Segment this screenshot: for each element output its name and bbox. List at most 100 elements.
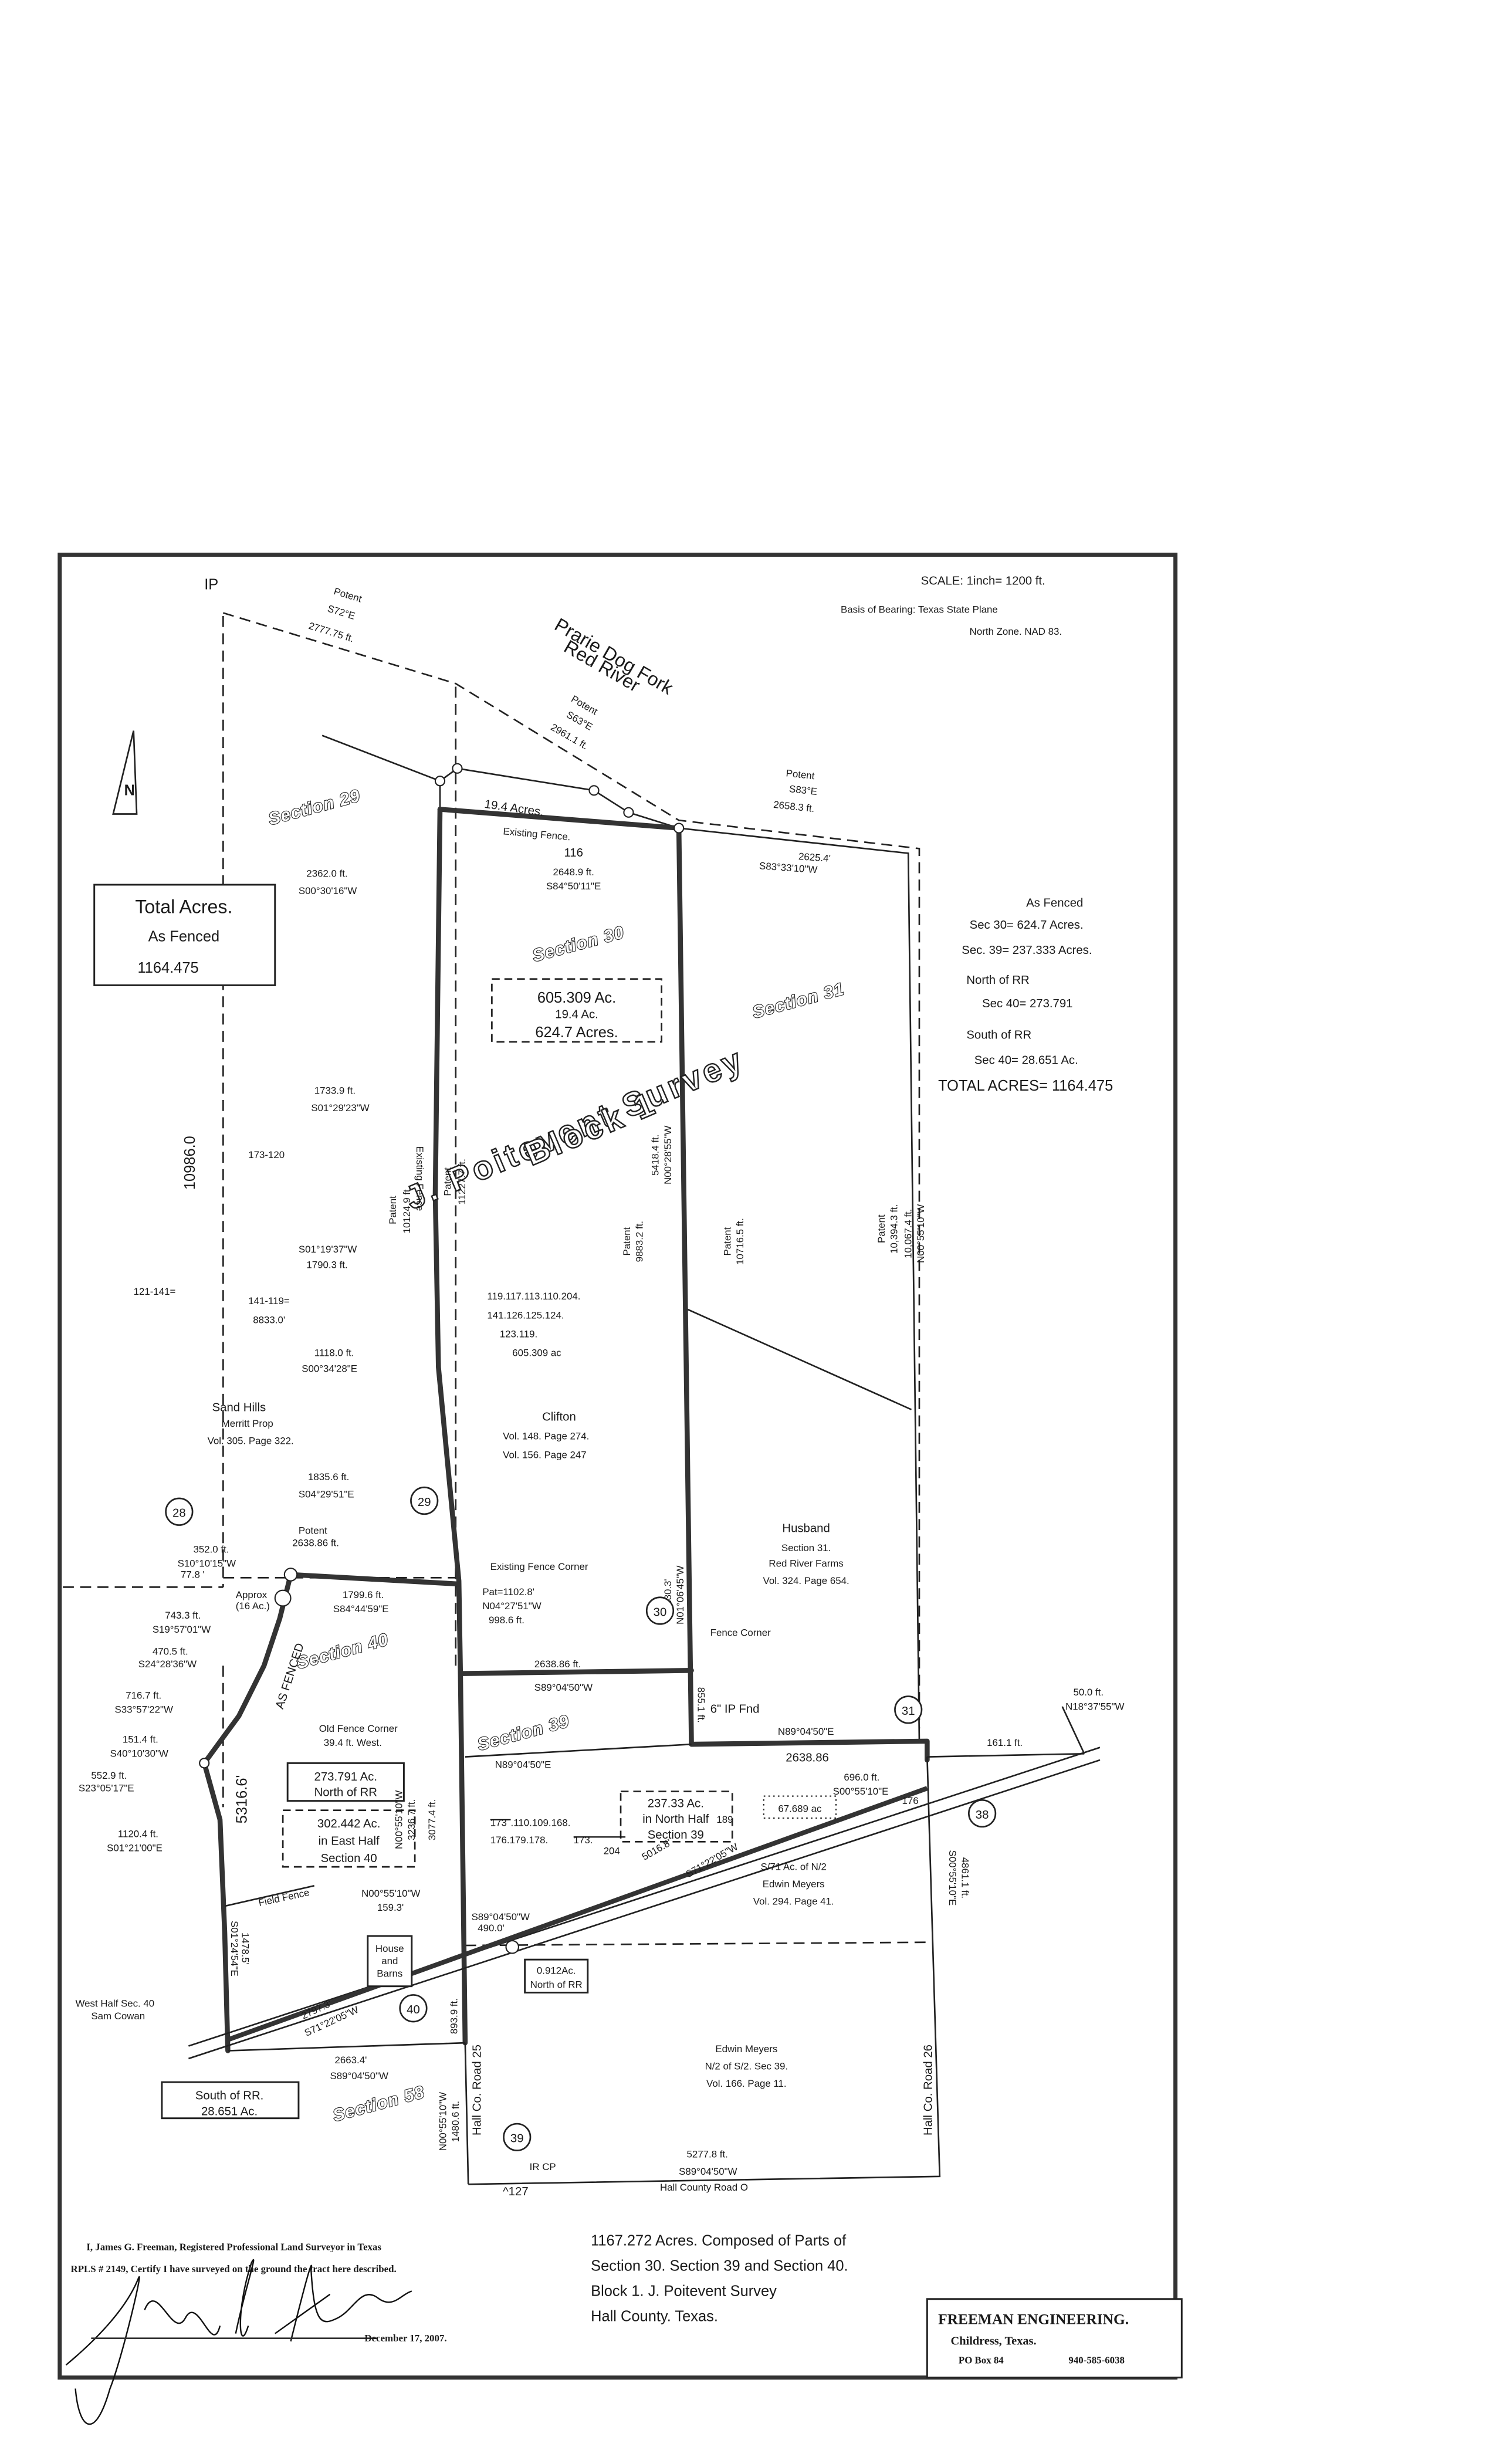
- company-po-box: PO Box 84: [959, 2355, 1004, 2366]
- struck-tract-173b: 173.: [574, 1835, 593, 1846]
- scale-label: SCALE: 1inch= 1200 ft.: [921, 574, 1045, 587]
- section-number-marker: 40: [399, 1994, 428, 2023]
- basis-of-bearing: Basis of Bearing: Texas State Plane: [841, 604, 998, 615]
- pat-s28-len-label: 2638.86 ft.: [292, 1538, 339, 1549]
- south-rr2-label: 28.651 Ac.: [201, 2105, 258, 2118]
- section-number-circle: [967, 1799, 997, 1828]
- meyers1-2-label: Edwin Meyers: [763, 1879, 825, 1890]
- husband-farm-label: Red River Farms: [769, 1558, 843, 1569]
- small-brg-label: S89°04'50"W: [472, 1911, 530, 1923]
- existing-fence-v-label: Existing Fence: [414, 1146, 425, 1211]
- south-rr-box: [161, 2081, 300, 2120]
- tracts3-label: 123.119.: [500, 1328, 537, 1339]
- v2-dist-label: 1480.6 ft.: [450, 2101, 461, 2142]
- road26-label: Hall Co. Road 26: [922, 2045, 935, 2135]
- road25-label: Hall Co. Road 25: [471, 2045, 484, 2135]
- r2-dist-label: 4861.1 ft.: [959, 1857, 970, 1898]
- n189-label: 189: [716, 1814, 733, 1825]
- house1-label: House: [375, 1943, 404, 1954]
- section-number-marker: 28: [165, 1497, 194, 1526]
- pat-s28-label: Potent: [299, 1525, 327, 1536]
- summary-sec40-north: Sec 40= 273.791: [982, 997, 1072, 1010]
- datum-zone: North Zone. NAD 83.: [970, 626, 1062, 637]
- south-rr1-label: South of RR.: [195, 2090, 263, 2103]
- section-number-circle: [399, 1994, 428, 2023]
- section-number: 38: [976, 1809, 989, 1822]
- section-number: 28: [172, 1507, 186, 1520]
- meyers1-3-label: Vol. 294. Page 41.: [753, 1896, 834, 1907]
- f3-brg-label: S19°57'01"W: [153, 1624, 211, 1635]
- pat-w1-label: Patent: [387, 1196, 398, 1224]
- section-number-circle: [410, 1486, 439, 1515]
- pat-e3-label: Patent: [876, 1214, 887, 1243]
- v-dist2-label: 3077.4 ft.: [427, 1799, 438, 1840]
- f3-dist-label: 743.3 ft.: [165, 1610, 201, 1621]
- section-number: 40: [407, 2003, 420, 2016]
- section-number-circle: [894, 1695, 923, 1724]
- e2-brg-label: N00°55'10"W: [915, 1204, 926, 1263]
- tracts-ac-label: 605.309 ac: [512, 1348, 561, 1359]
- merritt-label: Merritt Prop: [222, 1418, 273, 1429]
- f6-brg-label: S40°10'30"W: [110, 1748, 168, 1759]
- w6-brg-label: S01°24'54"E: [229, 1921, 240, 1976]
- n8833-label: 8833.0': [253, 1314, 285, 1325]
- sec39-n1-label: 237.33 Ac.: [648, 1797, 704, 1810]
- sec30-ac2-label: 19.4 Ac.: [555, 1008, 598, 1021]
- tie-brg-label: N18°37'55"W: [1065, 1701, 1124, 1712]
- company-name: FREEMAN ENGINEERING.: [938, 2311, 1129, 2328]
- husband-vol-label: Vol. 324. Page 654.: [763, 1575, 849, 1586]
- section-number-marker: 38: [967, 1799, 997, 1828]
- acres-0912-box: [524, 1958, 589, 1993]
- ip-label: IP: [204, 576, 218, 593]
- section-number-circle: [165, 1497, 194, 1526]
- top-brg-label: S84°50'11"E: [546, 881, 601, 892]
- f4-brg-label: S24°28'36"W: [138, 1659, 197, 1670]
- f6-dist-label: 151.4 ft.: [123, 1734, 158, 1745]
- e1-dist-label: 5418.4 ft.: [649, 1135, 661, 1176]
- section-39-north-box: [620, 1791, 733, 1843]
- tr39-1-label: .110.109.168.: [511, 1817, 571, 1829]
- r2-brg-label: S00°55'10"E: [947, 1850, 958, 1906]
- sec40-e2-label: in East Half: [319, 1835, 380, 1848]
- f1-dist-label: 352.0 ft.: [193, 1544, 229, 1555]
- patent-c2-label: S83°E: [788, 783, 818, 797]
- approx1-label: Approx: [236, 1589, 268, 1600]
- v-dist1-label: 3236.7 ft.: [406, 1799, 417, 1840]
- drawing-frame: [57, 553, 1178, 2380]
- w5-brg-label: S04°29'51"E: [299, 1489, 354, 1500]
- pat-w2-len-label: 11227.7 ft.: [456, 1159, 468, 1204]
- patent-lines: [63, 612, 928, 1947]
- husband-label: Husband: [782, 1522, 830, 1535]
- w2-dist-label: 1733.9 ft.: [314, 1085, 356, 1096]
- ne-dist-label: 2625.4': [798, 851, 831, 864]
- tracts1-label: 119.117.113.110.204.: [487, 1291, 580, 1302]
- north-arrow-icon: N: [112, 730, 138, 815]
- description-line-1: 1167.272 Acres. Composed of Parts of: [591, 2233, 847, 2249]
- description-line-3: Block 1. J. Poitevent Survey: [591, 2283, 777, 2299]
- section-number: 39: [510, 2133, 524, 2145]
- pat-w1-len-label: 10124.9 ft.: [401, 1187, 412, 1234]
- len-855-label: 855.1 ft.: [695, 1687, 706, 1723]
- e3-brg-label: N01°06'45"W: [675, 1566, 686, 1624]
- clifton-label: Clifton: [542, 1410, 576, 1423]
- section-number-marker: 31: [894, 1695, 923, 1724]
- certification-line-1: I, James G. Freeman, Registered Professi…: [86, 2242, 381, 2253]
- len-893-label: 893.9 ft.: [448, 1998, 459, 2034]
- pat-e2-label: Patent: [722, 1227, 733, 1255]
- f5-dist-label: 716.7 ft.: [126, 1690, 161, 1701]
- w4-dist-label: 1118.0 ft.: [314, 1348, 354, 1359]
- pat-e3-len-label: 10,394.3 ft.: [888, 1204, 899, 1253]
- meyers2-3-label: Vol. 166. Page 11.: [706, 2078, 787, 2089]
- railroad: [188, 1747, 1101, 2060]
- section-number: 31: [902, 1705, 915, 1718]
- sec40-n2-label: North of RR: [314, 1786, 377, 1799]
- hb-dist-label: 159.3': [377, 1902, 404, 1913]
- mid-brg-label: S89°04'50"W: [534, 1682, 593, 1693]
- section-number-circle: [503, 2123, 532, 2151]
- total-acres-title: Total Acres.: [135, 896, 232, 917]
- title-block-box: [926, 2298, 1183, 2379]
- s39-dist-e-label: 2638.86: [786, 1752, 829, 1765]
- summary-sec30: Sec 30= 624.7 Acres.: [970, 919, 1084, 932]
